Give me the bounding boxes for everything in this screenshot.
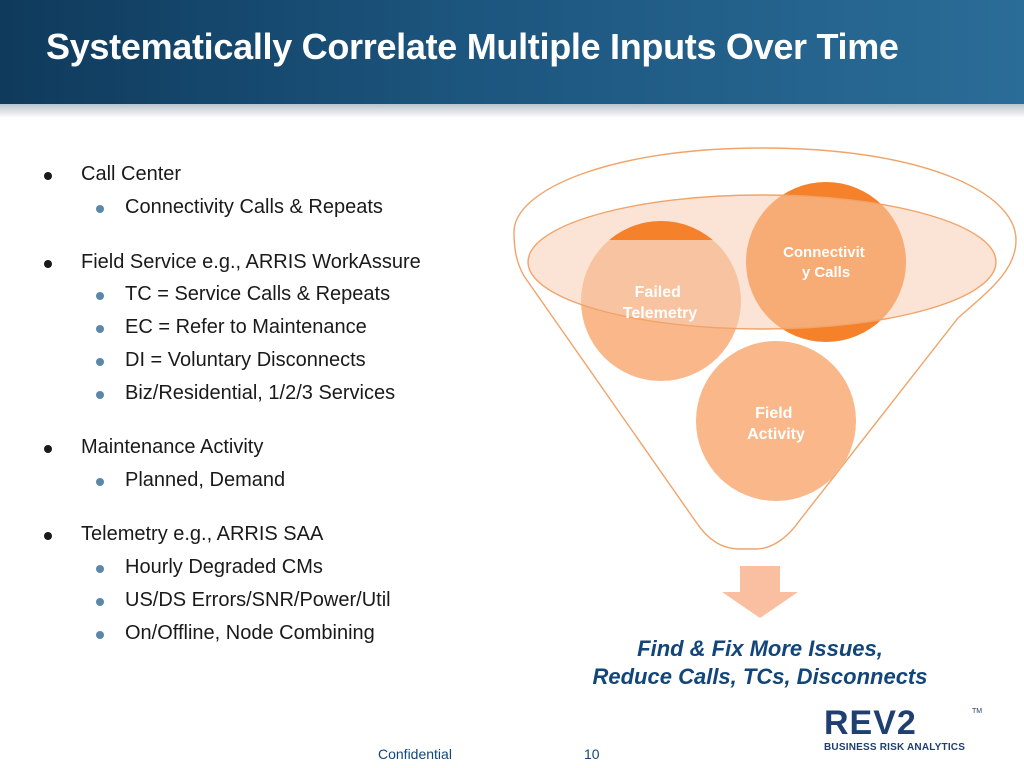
funnel-outline — [513, 147, 1017, 550]
bullet-item: Field Service e.g., ARRIS WorkAssure — [81, 251, 421, 273]
bullet-dot — [44, 532, 52, 540]
sub-bullet-dot — [96, 205, 104, 213]
bullet-item: Maintenance Activity — [81, 436, 264, 458]
sub-bullet-item: Hourly Degraded CMs — [125, 556, 323, 578]
sub-bullet-item: US/DS Errors/SNR/Power/Util — [125, 589, 391, 611]
title-bar-shadow — [0, 104, 1024, 118]
sub-bullet-dot — [96, 391, 104, 399]
bullet-dot — [44, 445, 52, 453]
sub-bullet-item: On/Offline, Node Combining — [125, 622, 375, 644]
circle-failed-telemetry-top — [609, 221, 713, 240]
logo-trademark: TM — [972, 708, 983, 715]
tagline-line-1: Find & Fix More Issues, — [637, 636, 883, 661]
label-failed-telemetry: Failed Telemetry — [623, 284, 698, 322]
tagline-line-2: Reduce Calls, TCs, Disconnects — [592, 664, 928, 689]
page-number: 10 — [584, 746, 600, 762]
sub-bullet-item: Connectivity Calls & Repeats — [125, 196, 383, 218]
logo-wordmark: REV2 — [824, 704, 917, 742]
sub-bullet-item: Biz/Residential, 1/2/3 Services — [125, 382, 396, 404]
title-bar — [0, 0, 1024, 104]
funnel-rim — [527, 194, 997, 330]
label-line: Telemetry — [623, 305, 698, 322]
label-line: Activity — [747, 426, 805, 443]
sub-bullet-item: DI = Voluntary Disconnects — [125, 349, 366, 371]
bullet-item: Telemetry e.g., ARRIS SAA — [81, 523, 324, 545]
sub-bullet-dot — [96, 478, 104, 486]
label-line: y Calls — [802, 264, 850, 281]
bullet-list: Call Center Connectivity Calls & Repeats… — [0, 0, 500, 700]
sub-bullet-item: TC = Service Calls & Repeats — [125, 283, 391, 305]
circle-field-activity — [696, 341, 856, 501]
sub-bullet-dot — [96, 292, 104, 300]
bullet-dot — [44, 260, 52, 268]
down-arrow — [722, 566, 798, 618]
sub-bullet-item: EC = Refer to Maintenance — [125, 316, 367, 338]
sub-bullet-dot — [96, 598, 104, 606]
label-line: Connectivit — [783, 244, 865, 261]
sub-bullet-dot — [96, 631, 104, 639]
label-line: Failed — [635, 284, 681, 301]
sub-bullet-dot — [96, 325, 104, 333]
sub-bullet-item: Planned, Demand — [125, 469, 286, 491]
slide-title: Systematically Correlate Multiple Inputs… — [46, 26, 899, 67]
label-field-activity: Field Activity — [747, 405, 805, 443]
bullet-item: Call Center — [81, 163, 182, 185]
bullet-dot — [44, 172, 52, 180]
label-line: Field — [755, 405, 792, 422]
sub-bullet-dot — [96, 358, 104, 366]
footer-confidential: Confidential — [378, 746, 452, 762]
sub-bullet-dot — [96, 565, 104, 573]
company-logo: REV2 TM BUSINESS RISK ANALYTICS — [824, 706, 984, 756]
label-connectivity-calls: Connectivit y Calls — [783, 244, 869, 281]
logo-subtitle: BUSINESS RISK ANALYTICS — [824, 742, 966, 753]
